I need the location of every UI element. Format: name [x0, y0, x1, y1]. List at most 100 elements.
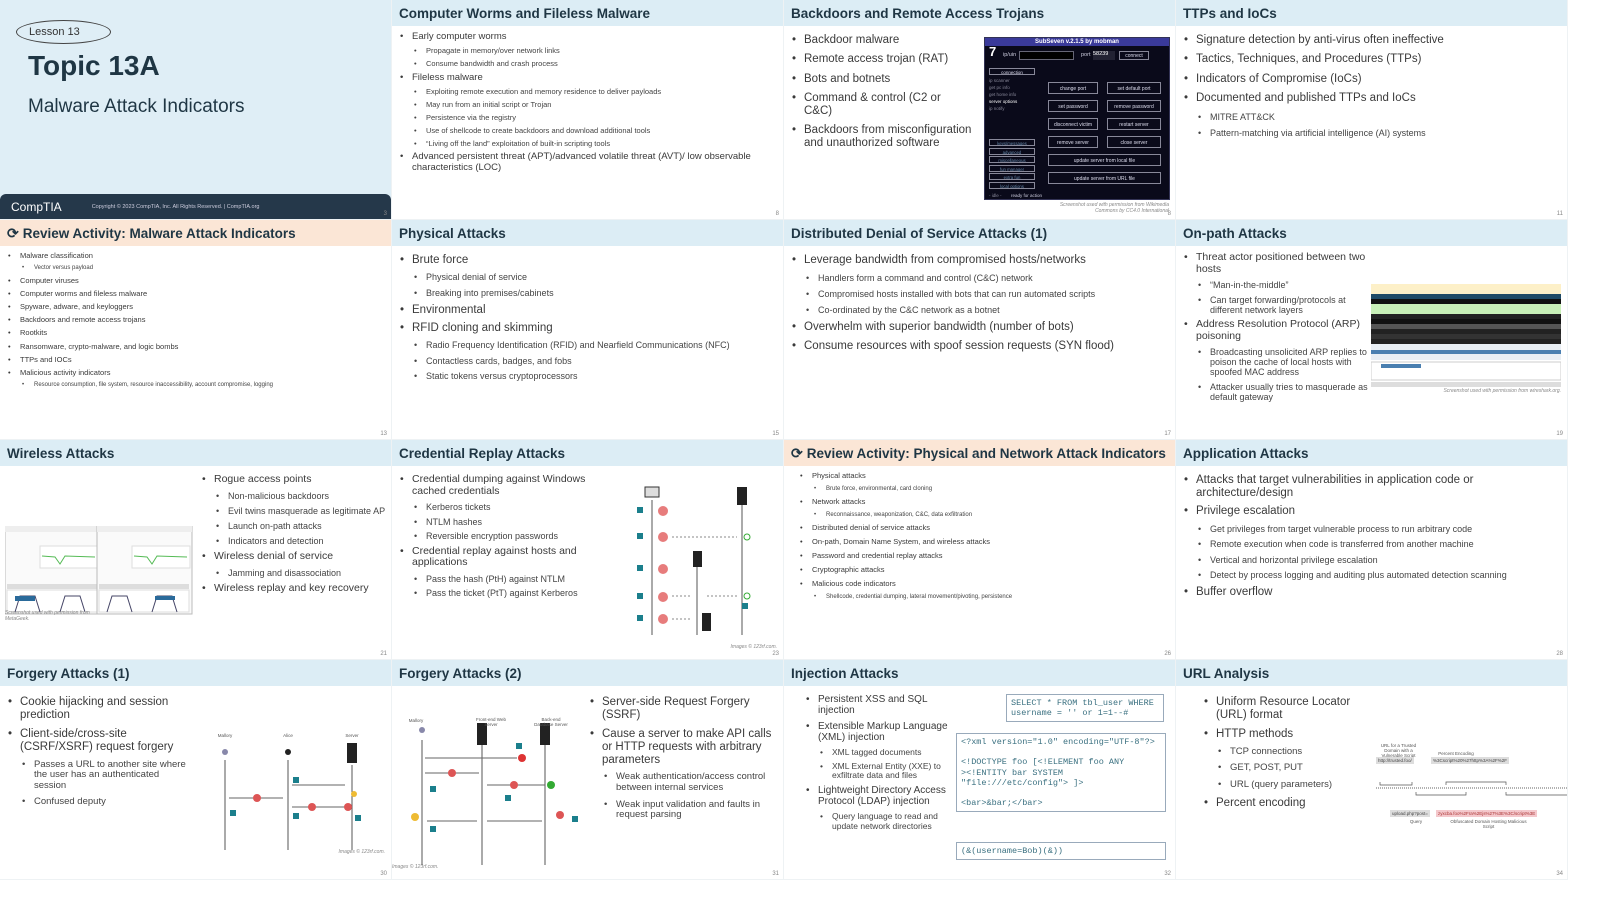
bullet-item: •Weak authentication/access control betw…: [590, 771, 782, 793]
slide-title: Injection Attacks: [791, 665, 899, 681]
bullet-icon: •: [1218, 778, 1222, 790]
menu-group[interactable]: local options: [989, 181, 1035, 189]
slide-title: URL Analysis: [1183, 665, 1270, 681]
slide-thumbnail[interactable]: Forgery Attacks (2) •Server-side Request …: [392, 660, 784, 880]
bullet-item: •Pattern-matching via artificial intelli…: [1184, 128, 1564, 138]
ip-input[interactable]: [1019, 51, 1074, 60]
bullet-icon: •: [1184, 92, 1189, 105]
slide-title: On-path Attacks: [1183, 225, 1287, 241]
bullet-icon: •: [800, 578, 803, 588]
bullet-icon: •: [414, 516, 418, 527]
bullet-text: Persistence via the registry: [426, 112, 517, 122]
server-option-button[interactable]: change port: [1048, 82, 1098, 94]
bullet-icon: •: [414, 573, 418, 584]
bullet-text: Reconnaissance, weaponization, C&C, data…: [826, 512, 973, 518]
server-option-button[interactable]: remove server: [1048, 136, 1098, 148]
menu-item[interactable]: get home info: [989, 92, 1017, 97]
bullet-text: Radio Frequency Identification (RFID) an…: [426, 340, 730, 351]
bullet-item: •Credential replay against hosts and app…: [400, 545, 595, 570]
menu-group[interactable]: advanced: [989, 147, 1035, 155]
menu-item[interactable]: ip notify: [989, 106, 1005, 111]
bullet-item: •Exploiting remote execution and memory …: [400, 87, 780, 96]
code-sample: SELECT * FROM tbl_user WHERE username = …: [1006, 694, 1164, 723]
bullet-icon: •: [414, 340, 418, 351]
bullet-icon: •: [792, 53, 797, 66]
bullet-item: •Server-side Request Forgery (SSRF): [590, 696, 782, 722]
bullet-icon: •: [216, 520, 220, 531]
slide-thumbnail[interactable]: TTPs and IoCs•Signature detection by ant…: [1176, 0, 1568, 220]
menu-group[interactable]: fun manager: [989, 164, 1035, 172]
bullet-text: NTLM hashes: [426, 516, 483, 527]
lesson-label: Lesson 13: [16, 20, 111, 44]
slide-number: 17: [1164, 431, 1171, 437]
bullet-text: Use of shellcode to create backdoors and…: [426, 125, 651, 135]
bullet-icon: •: [792, 72, 797, 85]
bullet-item: •Network attacks: [800, 497, 1170, 506]
slide-thumbnail[interactable]: Application Attacks•Attacks that target …: [1176, 440, 1568, 660]
slide-thumbnail[interactable]: URL Analysis•Uniform Resource Locator (U…: [1176, 660, 1568, 880]
slide-header: Application Attacks: [1176, 440, 1567, 466]
bullet-icon: •: [414, 272, 418, 283]
slide-thumbnail[interactable]: Forgery Attacks (1)•Cookie hijacking and…: [0, 660, 392, 880]
menu-group[interactable]: extra fun: [989, 173, 1035, 180]
slide-thumbnail[interactable]: Credential Replay Attacks•Credential dum…: [392, 440, 784, 660]
bullet-text: Server-side Request Forgery (SSRF): [602, 696, 750, 721]
slide-title: Review Activity: Physical and Network At…: [806, 445, 1166, 461]
status-text: ready for action: [1011, 193, 1043, 198]
slide-thumbnail[interactable]: Wireless Attacks•Rogue access points•Non…: [0, 440, 392, 660]
slide-thumbnail[interactable]: Backdoors and Remote Access Trojans•Back…: [784, 0, 1176, 220]
server-option-button[interactable]: set password: [1048, 100, 1098, 112]
slide-thumbnail[interactable]: ⟳Review Activity: Malware Attack Indicat…: [0, 220, 392, 440]
menu-group[interactable]: miscellaneous: [989, 156, 1035, 163]
server-option-button[interactable]: update server from URL file: [1048, 172, 1161, 184]
slide-thumbnail[interactable]: On-path Attacks•Threat actor positioned …: [1176, 220, 1568, 440]
bullet-text: Consume resources with spoof session req…: [804, 339, 1115, 352]
bullet-item: •Command & control (C2 or C&C): [792, 92, 972, 118]
bullet-item: •Physical attacks: [800, 471, 1170, 480]
server-option-button[interactable]: disconnect victim: [1048, 118, 1098, 130]
slide-thumbnail[interactable]: Distributed Denial of Service Attacks (1…: [784, 220, 1176, 440]
bullet-item: •Extensible Markup Language (XML) inject…: [806, 721, 961, 743]
bullet-text: Password and credential replay attacks: [812, 551, 943, 560]
diagram-label: Mallory: [408, 718, 424, 723]
diagram-label: Server: [345, 733, 359, 738]
bullet-text: Cryptographic attacks: [812, 564, 885, 574]
slide-number: 8: [1167, 211, 1171, 217]
bullet-text: Remote access trojan (RAT): [804, 53, 949, 66]
bullet-icon: •: [792, 124, 797, 137]
bullet-text: Passes a URL to another site where the u…: [34, 758, 186, 791]
menu-item[interactable]: get pc info: [989, 85, 1010, 90]
server-option-button[interactable]: remove password: [1107, 100, 1161, 112]
server-option-button[interactable]: restart server: [1107, 118, 1161, 130]
bullet-text: Propagate in memory/over network links: [426, 46, 560, 56]
server-option-button[interactable]: update server from local file: [1048, 154, 1161, 166]
connect-button[interactable]: connect: [1119, 51, 1149, 60]
bullet-icon: •: [8, 275, 11, 285]
slide-thumbnail[interactable]: ⟳Review Activity: Physical and Network A…: [784, 440, 1176, 660]
slide-thumbnail[interactable]: Injection Attacks•Persistent XSS and SQL…: [784, 660, 1176, 880]
menu-group[interactable]: keys/messages: [989, 139, 1035, 146]
diagram-label: Mallory: [217, 733, 233, 738]
slide-header: On-path Attacks: [1176, 220, 1567, 246]
server-option-button[interactable]: set default port: [1107, 82, 1161, 94]
port-input[interactable]: 58239: [1093, 51, 1115, 60]
slide-title: Forgery Attacks (2): [399, 665, 522, 681]
bullet-icon: •: [820, 746, 823, 757]
bullet-icon: •: [1218, 762, 1222, 774]
bullet-text: Environmental: [412, 303, 486, 316]
bullet-item: • XML tagged documents: [806, 746, 961, 758]
slide-bullets: •Credential dumping against Windows cach…: [400, 473, 595, 603]
bullet-text: Bots and botnets: [804, 72, 891, 85]
bullet-item: •“Living off the land” exploitation of b…: [400, 139, 780, 148]
slide-thumbnail[interactable]: Physical Attacks•Brute force•Physical de…: [392, 220, 784, 440]
connection-tab[interactable]: connection: [989, 68, 1035, 75]
server-option-button[interactable]: close server: [1107, 136, 1161, 148]
menu-item[interactable]: ip scanner: [989, 78, 1010, 83]
slide-header: ⟳Review Activity: Physical and Network A…: [784, 440, 1175, 466]
diagram-label: Front-end Web Server: [476, 717, 506, 727]
slide-thumbnail[interactable]: Computer Worms and Fileless Malware•Earl…: [392, 0, 784, 220]
bullet-text: XML tagged documents: [832, 746, 922, 757]
bullet-item: •Consume resources with spoof session re…: [792, 340, 1172, 353]
menu-item[interactable]: server options: [989, 99, 1018, 104]
